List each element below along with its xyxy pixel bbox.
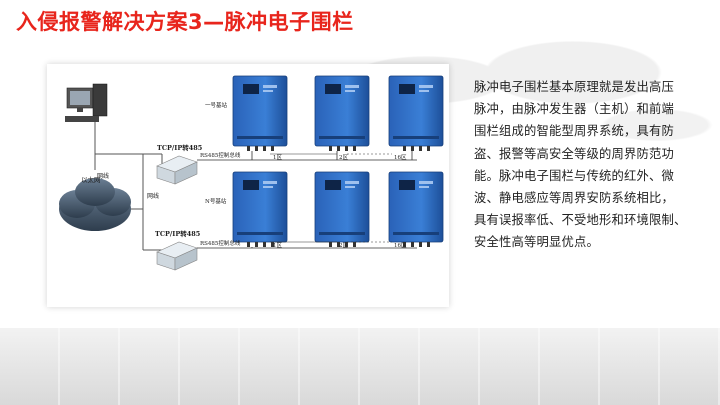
ethernet-cloud-icon [59, 178, 131, 231]
controller-top-3-icon [388, 75, 444, 152]
station-top-label: 一号基站 [205, 101, 228, 109]
network-label: 以太网 [81, 175, 101, 184]
controller-bottom-3-icon [388, 171, 444, 248]
converter-top-icon [156, 155, 198, 185]
background-floor-lines [0, 328, 720, 405]
zone-top-1: 1区 [273, 154, 282, 161]
zone-bottom-1: 1区 [273, 242, 282, 249]
background-floor [0, 328, 720, 405]
line-label-top: 网线 [97, 172, 109, 180]
diagram-svg: 以太网 网线 网线 TCP/IP转485 TCP/IP转485 一号基站 N号基… [59, 75, 444, 271]
zone-top-16: 16区 [394, 154, 407, 161]
line-label-bottom: 网线 [147, 192, 159, 200]
bus-bottom-label: RS485控制总线 [200, 239, 241, 247]
computer-icon [65, 83, 108, 122]
controller-bottom-2-icon [314, 171, 370, 248]
zone-bottom-2: 2区 [339, 242, 348, 249]
station-bottom-label: N号基站 [205, 197, 227, 205]
converter-top-label: TCP/IP转485 [157, 143, 203, 152]
controller-top-2-icon [314, 75, 370, 152]
zone-top-2: 2区 [339, 154, 348, 161]
converter-bottom-label: TCP/IP转485 [155, 229, 201, 238]
bus-top-label: RS485控制总线 [200, 151, 241, 159]
system-diagram: 以太网 网线 网线 TCP/IP转485 TCP/IP转485 一号基站 N号基… [47, 64, 449, 307]
converter-bottom-icon [156, 241, 198, 271]
controller-top-1-icon [232, 75, 288, 152]
description-text: 脉冲电子围栏基本原理就是发出高压 脉冲，由脉冲发生器（主机）和前端 围栏组成的智… [474, 80, 687, 250]
controller-bottom-1-icon [232, 171, 288, 248]
zone-bottom-16: 16区 [394, 242, 407, 249]
slide-title: 入侵报警解决方案3—脉冲电子围栏 [16, 10, 354, 34]
